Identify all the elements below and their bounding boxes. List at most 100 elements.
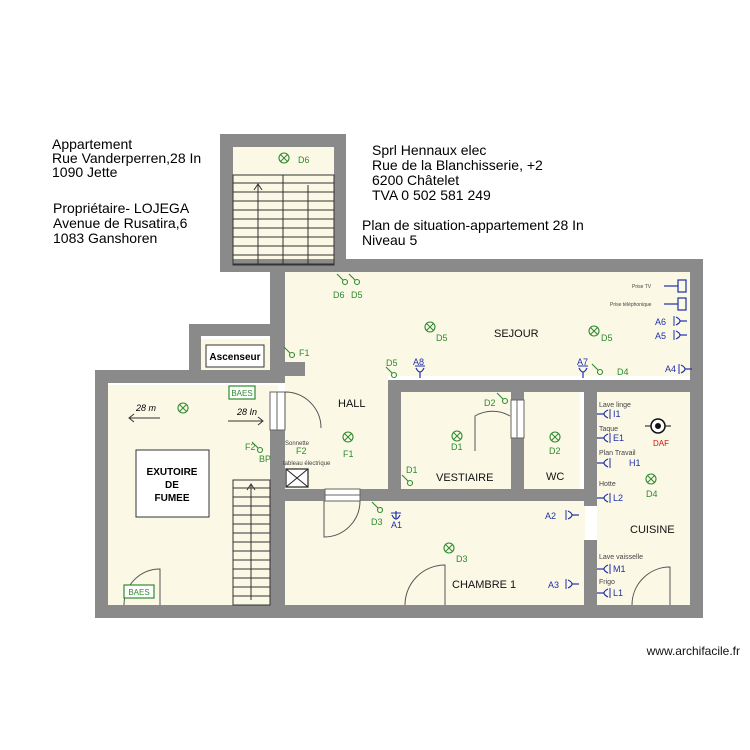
kitchen-plan-travail: Plan Travail [599, 450, 636, 457]
arrow-28in-label: 28 In [236, 407, 257, 417]
label-a8: A8 [413, 357, 424, 367]
panel-label: tableau électrique [283, 461, 331, 467]
walls [95, 134, 703, 618]
label-f2b: F2 [296, 446, 307, 456]
label-a3: A3 [548, 580, 559, 590]
switch-icon [251, 441, 264, 454]
upper-stairs [232, 174, 335, 266]
watermark: www.archifacile.fr [646, 644, 740, 658]
switch-icon [283, 346, 296, 359]
arrow-28m-label: 28 m [135, 403, 157, 413]
smoke-vent: EXUTOIRE DE FUMEE [135, 449, 210, 518]
room-cuisine: CUISINE [630, 524, 675, 536]
company-city: 6200 Châtelet [372, 172, 460, 188]
kitchen-prise-tel: Prise téléphonique [610, 302, 652, 308]
label-a2: A2 [545, 511, 556, 521]
owner-line-2: Avenue de Rusatira,6 [53, 215, 188, 231]
kitchen-frigo: Frigo [599, 579, 615, 586]
switch-icon [496, 392, 509, 405]
label-a4: A4 [665, 364, 676, 374]
kitchen-taque: Taque [599, 426, 618, 433]
light-points [177, 152, 657, 554]
doorbell-label: Sonnette [285, 441, 310, 447]
socket-icon [391, 511, 401, 520]
plan-title: Plan de situation-appartement 28 In [362, 217, 584, 233]
baes-top-label: BAES [231, 389, 252, 398]
switches [251, 273, 604, 514]
room-hall: HALL [338, 398, 366, 410]
label-d4: D4 [617, 367, 629, 377]
light-point-icon [278, 152, 290, 164]
address-line-2: Rue Vanderperren,28 In [52, 150, 202, 166]
stair-arrow-icon [253, 183, 263, 265]
light-point-icon [645, 473, 657, 485]
owner-line-1: Propriétaire- LOJEGA [53, 200, 190, 216]
label-d3b: D3 [456, 554, 468, 564]
socket-icon [673, 316, 687, 326]
label-d5: D5 [351, 290, 363, 300]
switch-icon [385, 366, 398, 379]
vestiaire-door [474, 410, 511, 451]
company-vat: TVA 0 502 581 249 [372, 187, 491, 203]
elevator-label: Ascenseur [209, 352, 260, 363]
kitchen-door [631, 566, 671, 606]
arrow-28m: 28 m [128, 403, 160, 423]
label-d2: D2 [484, 398, 496, 408]
label-d5b: D5 [436, 333, 448, 343]
switch-icon [371, 501, 384, 514]
owner-line-3: 1083 Ganshoren [53, 230, 158, 246]
socket-labels: A1 A2 A3 A4 A5 A6 A7 A8 I1 E1 H1 L2 M1 L… [391, 317, 676, 598]
phone-outlet-icon [664, 297, 687, 311]
tv-outlet-icon [664, 279, 687, 293]
label-m1: M1 [613, 564, 626, 574]
socket-icon [597, 433, 611, 443]
windows [269, 391, 525, 502]
label-e1: E1 [613, 433, 624, 443]
light-point-icon [342, 431, 354, 443]
label-f1: F1 [299, 348, 310, 358]
light-labels: D6 D6 D5 D5 D5 D5 F1 F1 F2 F2 BP D1 D1 D… [245, 155, 658, 564]
label-l2: L2 [613, 493, 623, 503]
label-d6-stair: D6 [298, 155, 310, 165]
address-line-1: Appartement [52, 136, 133, 152]
daf-label: DAF [653, 439, 669, 448]
baes-bottom: BAES [123, 584, 155, 599]
socket-icon [415, 365, 425, 378]
smoke-detector-icon: DAF [645, 418, 671, 448]
upper-steps [233, 182, 334, 265]
socket-icon [678, 364, 692, 374]
label-d5c: D5 [601, 333, 613, 343]
label-d6: D6 [333, 290, 345, 300]
stair-arrow-icon [246, 483, 256, 600]
light-point-icon [177, 402, 189, 414]
bedroom-door-hall [323, 500, 361, 538]
kitchen-lave-linge: Lave linge [599, 402, 631, 409]
light-point-icon [588, 325, 600, 337]
room-names: SEJOUR HALL VESTIAIRE WC CUISINE CHAMBRE… [338, 328, 675, 591]
light-point-icon [549, 431, 561, 443]
switch-icon [336, 273, 349, 286]
label-a5: A5 [655, 331, 666, 341]
kitchen-prise-tv: Prise TV [632, 284, 652, 290]
label-d3: D3 [371, 517, 383, 527]
light-point-icon [443, 542, 455, 554]
room-chambre: CHAMBRE 1 [452, 579, 516, 591]
label-a7: A7 [577, 357, 588, 367]
socket-icon [597, 493, 611, 503]
light-point-icon [424, 321, 436, 333]
light-point-icon [451, 430, 463, 442]
elevator: Ascenseur [205, 344, 265, 368]
company-name: Sprl Hennaux elec [372, 142, 487, 158]
label-d5d: D5 [386, 358, 398, 368]
electrical-panel: Sonnette tableau électrique [283, 441, 331, 488]
label-d4b: D4 [646, 489, 658, 499]
plan-level: Niveau 5 [362, 232, 418, 248]
label-a6: A6 [655, 317, 666, 327]
socket-icon [597, 409, 611, 419]
label-d1b: D1 [451, 442, 463, 452]
company-street: Rue de la Blanchisserie, +2 [372, 157, 543, 173]
socket-icon [597, 564, 611, 574]
baes-bottom-label: BAES [128, 588, 149, 597]
room-wc: WC [546, 471, 564, 483]
label-f2: F2 [245, 442, 256, 452]
